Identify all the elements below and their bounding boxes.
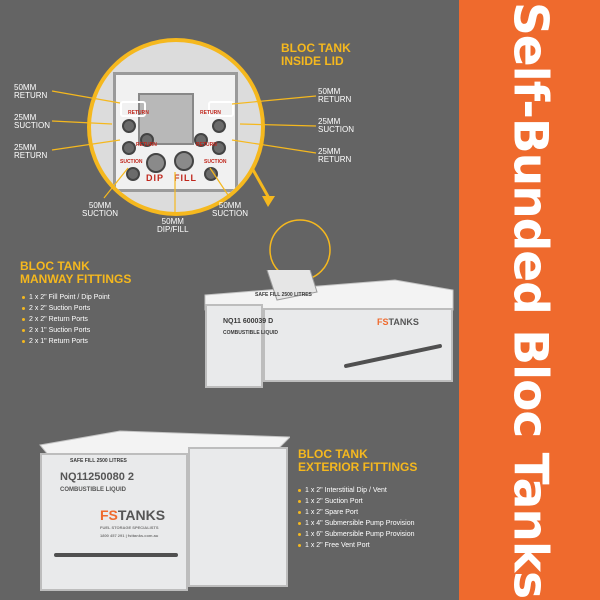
stamp-dip: DIP xyxy=(146,173,165,183)
port-return xyxy=(212,119,226,133)
stamp-fill: FILL xyxy=(174,173,197,183)
stamp-suction: SUCTION xyxy=(120,159,143,165)
tank-brand-logo: FSTANKS xyxy=(377,317,419,327)
label-50mm-return-right: 50mmRETURN xyxy=(318,87,352,104)
inside-lid-heading-line2: INSIDE LID xyxy=(281,54,344,68)
lid-handle xyxy=(208,101,234,117)
list-item: 1 x 2" Fill Point / Dip Point xyxy=(22,292,110,303)
port-return xyxy=(122,119,136,133)
exterior-fittings-list: 1 x 2" Interstitial Dip / Vent 1 x 2" Su… xyxy=(298,485,414,551)
label-50mm-suction-right: 50mmSUCTION xyxy=(212,201,248,218)
tank2-rail xyxy=(54,553,178,557)
inside-lid-heading: BLOC TANK INSIDE LID xyxy=(281,42,351,67)
port-suction xyxy=(212,141,226,155)
list-item: 1 x 6" Submersible Pump Provision xyxy=(298,529,414,540)
stamp-return: RETURN xyxy=(128,110,149,116)
label-50mm-return-left: 50mmRETURN xyxy=(14,83,48,100)
inside-lid-heading-line1: BLOC TANK xyxy=(281,41,351,55)
pointer-arrowhead xyxy=(262,196,275,207)
port-return xyxy=(194,133,208,147)
tank2-front-frame xyxy=(40,453,188,591)
leader-line xyxy=(239,123,317,127)
leader-line xyxy=(231,95,317,105)
manway-fittings-list: 1 x 2" Fill Point / Dip Point 2 x 2" Suc… xyxy=(22,292,110,347)
tank-side-frame xyxy=(263,308,453,382)
list-item: 2 x 1" Suction Ports xyxy=(22,325,110,336)
port-return xyxy=(140,133,154,147)
list-item: 1 x 4" Submersible Pump Provision xyxy=(298,518,414,529)
list-item: 2 x 1" Return Ports xyxy=(22,336,110,347)
leader-line xyxy=(51,120,113,125)
tank2-brand-tagline: FUEL STORAGE SPECIALISTS xyxy=(100,525,159,530)
tank2-liquid-stencil: COMBUSTIBLE LIQUID xyxy=(60,487,126,493)
exterior-heading-line1: BLOC TANK xyxy=(298,447,368,461)
lid-handle xyxy=(120,101,146,117)
tank-capacity-stencil: SAFE FILL 2500 LITRES xyxy=(255,292,312,298)
leader-line xyxy=(51,139,121,151)
manway-heading-line1: BLOC TANK xyxy=(20,259,90,273)
leader-line xyxy=(209,167,231,199)
stamp-return: RETURN xyxy=(196,142,217,148)
pointer-arrow xyxy=(250,167,272,201)
port-dip xyxy=(146,153,166,173)
label-50mm-dip-fill: 50mmDIP/FILL xyxy=(157,217,189,234)
label-50mm-suction-left: 50mmSUCTION xyxy=(82,201,118,218)
stamp-return: RETURN xyxy=(200,110,221,116)
port-suction xyxy=(122,141,136,155)
leader-line xyxy=(103,167,129,199)
list-item: 1 x 2" Spare Port xyxy=(298,507,414,518)
tank2-brand-logo: FSTANKS xyxy=(100,507,166,523)
list-item: 1 x 2" Suction Port xyxy=(298,496,414,507)
port-fill xyxy=(174,151,194,171)
bloc-tank-front-photo: SAFE FILL 2500 LITRES NQ11250080 2 COMBU… xyxy=(20,425,290,595)
tank2-brand-contact: 1800 457 291 | fsttanks.com.au xyxy=(100,533,159,538)
list-item: 2 x 2" Return Ports xyxy=(22,314,110,325)
tank-liquid-stencil: COMBUSTIBLE LIQUID xyxy=(223,330,278,336)
port-suction xyxy=(126,167,140,181)
label-25mm-suction-right: 25mmSUCTION xyxy=(318,117,354,134)
manway-heading-line2: MANWAY FITTINGS xyxy=(20,272,132,286)
exterior-heading-line2: EXTERIOR FITTINGS xyxy=(298,460,418,474)
list-item: 1 x 2" Interstitial Dip / Vent xyxy=(298,485,414,496)
tank2-serial-stencil: NQ11250080 2 xyxy=(60,471,135,483)
stamp-suction: SUCTION xyxy=(204,159,227,165)
label-25mm-return-right: 25mmRETURN xyxy=(318,147,352,164)
tank2-side-frame xyxy=(188,447,288,587)
title-banner xyxy=(459,0,600,600)
port-suction xyxy=(204,167,218,181)
tank-end-frame xyxy=(205,304,263,388)
stamp-return: RETURN xyxy=(136,142,157,148)
list-item: 2 x 2" Suction Ports xyxy=(22,303,110,314)
exterior-heading: BLOC TANK EXTERIOR FITTINGS xyxy=(298,448,417,473)
leader-line xyxy=(51,90,121,104)
manway-heading: BLOC TANK MANWAY FITTINGS xyxy=(20,260,131,285)
tank2-capacity-stencil: SAFE FILL 2500 LITRES xyxy=(70,458,127,464)
bloc-tank-landscape-photo: NQ11 600039 D COMBUSTIBLE LIQUID SAFE FI… xyxy=(195,270,457,390)
label-25mm-return-left: 25mmRETURN xyxy=(14,143,48,160)
label-25mm-suction-left: 25mmSUCTION xyxy=(14,113,50,130)
tank-serial-stencil: NQ11 600039 D xyxy=(223,318,274,325)
leader-line xyxy=(231,139,317,154)
list-item: 1 x 2" Free Vent Port xyxy=(298,540,414,551)
